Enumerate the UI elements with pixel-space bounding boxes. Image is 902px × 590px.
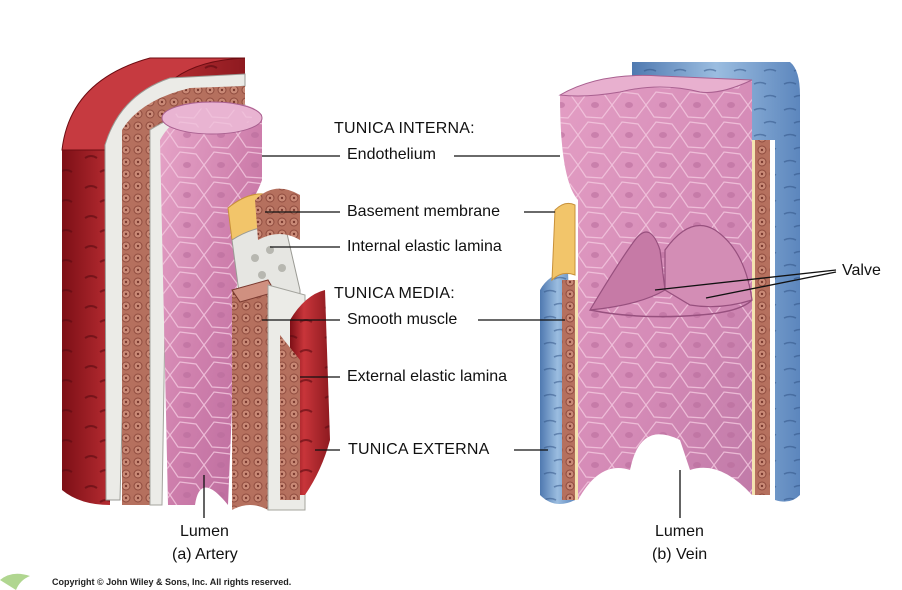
- external-elastic-lamina-label: External elastic lamina: [347, 368, 507, 386]
- smooth-muscle-label: Smooth muscle: [347, 311, 457, 329]
- valve-label: Valve: [842, 262, 881, 280]
- tunica-interna-heading: TUNICA INTERNA:: [334, 120, 475, 138]
- endothelium-label: Endothelium: [347, 146, 436, 164]
- artery-illustration: [62, 58, 330, 510]
- vein-lumen-label: Lumen: [655, 523, 704, 541]
- vein-illustration: [540, 62, 800, 504]
- tunica-externa-label: TUNICA EXTERNA: [348, 441, 490, 459]
- artery-lumen-label: Lumen: [180, 523, 229, 541]
- vein-caption: (b) Vein: [652, 546, 707, 564]
- artery-caption: (a) Artery: [172, 546, 238, 564]
- copyright-notice: Copyright © John Wiley & Sons, Inc. All …: [52, 577, 291, 587]
- publisher-logo-icon: [0, 574, 30, 590]
- basement-membrane-label: Basement membrane: [347, 203, 500, 221]
- tunica-media-heading: TUNICA MEDIA:: [334, 285, 455, 303]
- internal-elastic-lamina-label: Internal elastic lamina: [347, 238, 502, 256]
